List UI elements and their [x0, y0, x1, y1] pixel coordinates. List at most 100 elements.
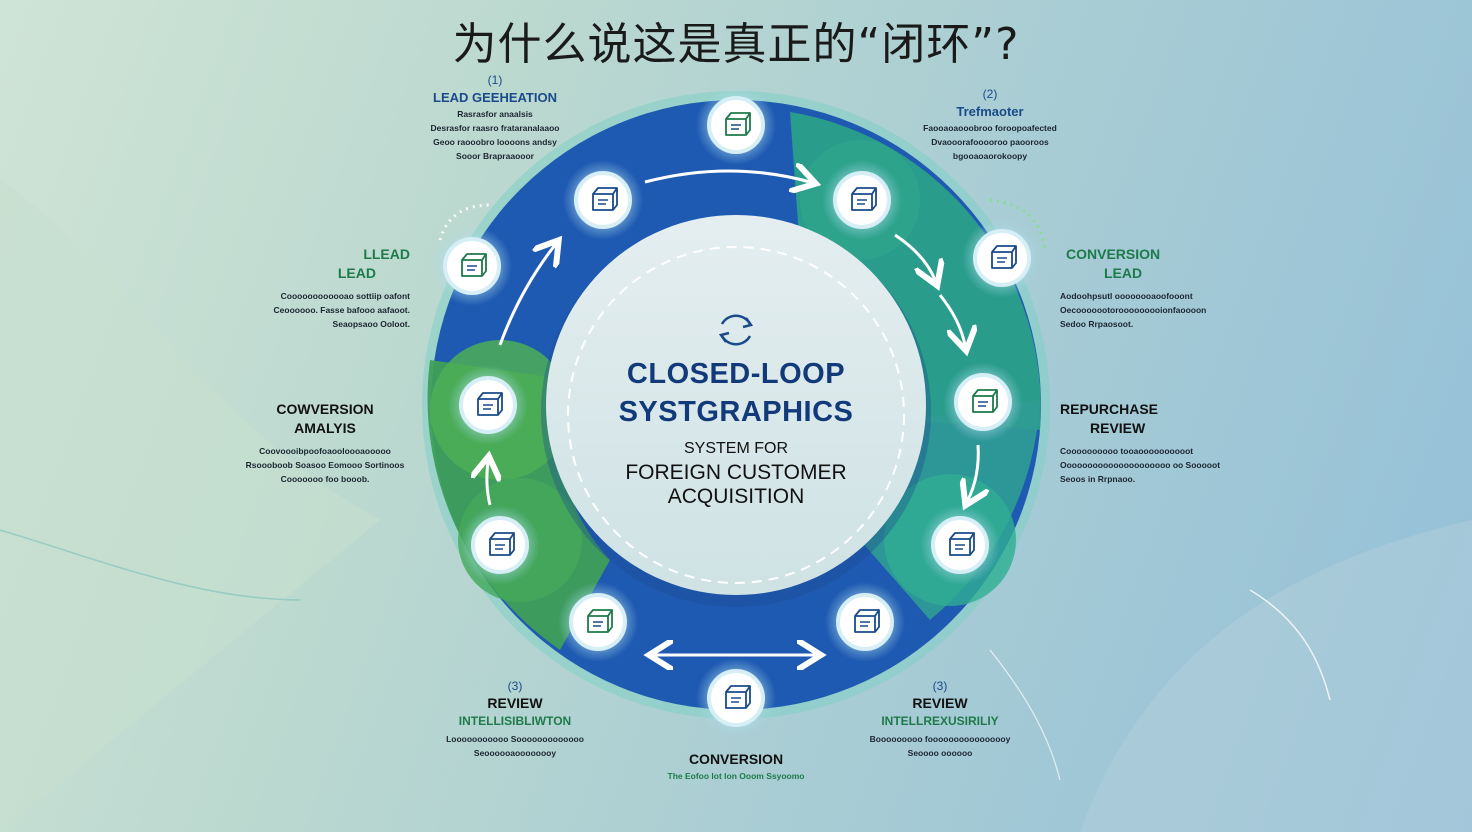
arrow-right-middle [938, 294, 965, 345]
gift-box-icon [822, 160, 902, 240]
label-top-left-head: LEAD GEEHEATION [433, 90, 557, 105]
node-glyph-detail [598, 199, 608, 205]
label-left-upper-desc-3: Seaopsaoo Ooloot. [332, 319, 410, 329]
center-subtitle2-line2: ACQUISITION [667, 485, 805, 508]
node-glyph-detail [955, 544, 965, 550]
label-top-left-num: (1) [487, 73, 503, 87]
node-glyph-detail [860, 621, 870, 627]
label-bottom-right-num: (3) [932, 679, 948, 693]
label-right-middle-desc-3: Seoos in Rrpnaoo. [1060, 474, 1136, 484]
arrow-right-lower [968, 444, 978, 500]
label-right-middle-desc-2: Ooooooooooooooooooooo oo Sooooot [1060, 460, 1221, 470]
arrow-right-upper [894, 233, 935, 280]
node-glyph [587, 609, 613, 633]
label-top-left: (1) LEAD GEEHEATION Rasrasfor anaalsis D… [400, 72, 590, 163]
node-glyph-detail [467, 265, 477, 271]
node-glyph [854, 609, 880, 633]
label-left-upper-head-1: LLEAD [363, 246, 410, 262]
label-bottom-right: (3) REVIEW INTELLREXUSIRILIY Booooooooo … [855, 678, 1025, 760]
label-bottom-left-head: REVIEW [487, 695, 543, 711]
label-left-middle-desc-2: Rsoooboob Soasoo Eomooo Sortinoos [245, 460, 405, 470]
center-title-line2: SYSTGRAPHICS [618, 396, 854, 428]
center-subtitle: SYSTEM FOR [683, 440, 788, 457]
label-top-left-desc-1: Rasrasfor anaalsis [457, 109, 533, 119]
node-glyph [725, 685, 751, 709]
label-bottom-right-desc-2: Seoooo oooooo [907, 748, 973, 758]
package-stack-icon [460, 505, 540, 585]
label-right-upper-head-1: CONVERSION [1066, 246, 1161, 262]
label-left-middle-desc-1: Coovoooibpoofoaooloooaooooo [259, 446, 391, 456]
node-glyph [725, 112, 751, 136]
paint-jar-icon [696, 85, 776, 165]
page-title: 为什么说这是真正的“闭环”? [452, 19, 1020, 70]
label-left-middle-head-2: AMALYIS [294, 420, 356, 436]
label-right-middle-head-2: REVIEW [1090, 420, 1146, 436]
label-top-right-head: Trefmaoter [956, 104, 1024, 119]
gift-box-icon [563, 160, 643, 240]
label-left-upper-head-2: LEAD [337, 265, 376, 281]
label-bottom-right-head2: INTELLREXUSIRILIY [881, 714, 999, 728]
node-group [432, 85, 1042, 738]
label-top-left-desc-2: Desrasfor raasro frataranalaaoo [430, 123, 560, 133]
arrow-left-upper [498, 245, 555, 346]
delivery-truck-icon [920, 505, 1000, 585]
node-glyph [851, 187, 877, 211]
label-bottom-left-num: (3) [507, 679, 523, 693]
label-bottom-center: CONVERSION The Eofoo lot lon Ooom Ssyoom… [630, 750, 842, 783]
package-box-icon [696, 658, 776, 738]
node-glyph-detail [978, 401, 988, 407]
node-glyph [477, 392, 503, 416]
label-bottom-left-desc-2: Seoooooaoooooooy [473, 748, 557, 758]
node-glyph [972, 389, 998, 413]
center-subtitle2-line1: FOREIGN CUSTOMER [625, 461, 847, 484]
label-right-upper-desc-1: Aodoohpsutl oooooooaoofooont [1060, 291, 1193, 301]
node-glyph-detail [997, 257, 1007, 263]
arrow-top [644, 171, 810, 182]
label-right-upper-desc-2: Oecooooootorooooooooionfaoooon [1060, 305, 1207, 315]
label-left-upper-desc-1: Coooooooooooao sottiip oafont [280, 291, 410, 301]
label-left-middle-desc-3: Cooooooo foo booob. [280, 474, 370, 484]
center-title-line1: CLOSED-LOOP [626, 358, 846, 390]
node-glyph-detail [593, 621, 603, 627]
label-right-middle: REPURCHASE REVIEW Coooooooooo tooaoooooo… [1060, 400, 1230, 486]
label-right-upper-desc-3: Sedoo Rrpaosoot. [1060, 319, 1134, 329]
label-bottom-center-desc: The Eofoo lot lon Ooom Ssyoomo [667, 771, 805, 781]
node-glyph-detail [731, 124, 741, 130]
node-glyph [949, 532, 975, 556]
label-bottom-left-head2: INTELLISIBLIWTON [458, 714, 572, 728]
label-left-upper: LLEAD LEAD Coooooooooooao sottiip oafont… [230, 245, 410, 331]
label-top-right-desc-2: Dvaooorafooooroo paooroos [931, 137, 1049, 147]
package-box-icon [432, 226, 512, 306]
store-box-icon [825, 582, 905, 662]
node-glyph [461, 253, 487, 277]
laptop-box-icon [943, 362, 1023, 442]
node-glyph-detail [495, 544, 505, 550]
label-bottom-left-desc-1: Looooooooooo Sooooooooooooo [446, 734, 584, 744]
label-right-upper: CONVERSION LEAD Aodoohpsutl oooooooaoofo… [1060, 245, 1240, 331]
chart-card-icon [962, 218, 1042, 298]
dotted-arc-right [989, 198, 1047, 251]
label-top-right: (2) Trefmaoter Faooaoaooobroo foroopoafe… [900, 86, 1080, 163]
label-top-left-desc-3: Geoo raooobro loooons andsy [433, 137, 557, 147]
label-right-middle-desc-1: Coooooooooo tooaoooooooooot [1060, 446, 1194, 456]
node-glyph-detail [483, 404, 493, 410]
label-top-right-desc-1: Faooaoaooobroo foroopoafected [923, 123, 1057, 133]
label-top-right-desc-3: bgooaoaorokoopy [952, 151, 1028, 161]
label-right-upper-head-2: LEAD [1104, 265, 1143, 281]
arrow-left-lower [487, 462, 490, 506]
label-bottom-right-desc-1: Booooooooo foooooooooooooooy [869, 734, 1011, 744]
node-glyph-detail [731, 697, 741, 703]
loop-icon [718, 314, 754, 346]
label-left-upper-desc-2: Ceoooooo. Fasse bafooo aafaoot. [273, 305, 410, 315]
node-glyph-detail [857, 199, 867, 205]
label-bottom-left: (3) REVIEW INTELLISIBLIWTON Looooooooooo… [430, 678, 600, 760]
label-top-right-num: (2) [982, 87, 998, 101]
label-top-left-desc-4: Sooor Brapraaooor [456, 151, 534, 161]
node-glyph [489, 532, 515, 556]
center-dashed-ring [567, 246, 905, 584]
node-glyph [991, 245, 1017, 269]
gear-puzzle-icon [448, 365, 528, 445]
